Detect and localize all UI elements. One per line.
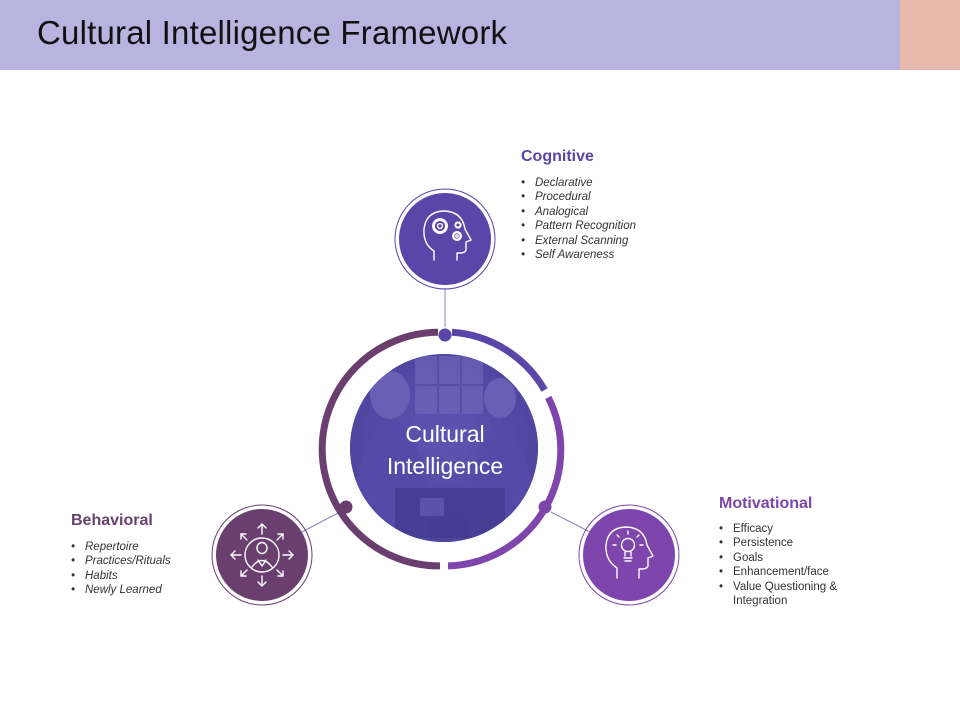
list-item: Declarative <box>521 176 721 191</box>
list-item: Self Awareness <box>521 248 721 263</box>
center-label-line1: Cultural <box>405 421 484 447</box>
center-photo <box>350 354 538 542</box>
list-item: Efficacy <box>719 522 859 537</box>
list-item: Persistence <box>719 536 859 551</box>
behavioral-title: Behavioral <box>71 512 153 529</box>
cognitive-node <box>399 193 491 285</box>
cognitive-dot <box>438 328 452 342</box>
motivational-dot <box>538 500 552 514</box>
list-item: Goals <box>719 551 859 566</box>
cognitive-title: Cognitive <box>521 148 594 165</box>
list-item: Value Questioning & Integration <box>719 580 859 609</box>
list-item: Enhancement/face <box>719 565 859 580</box>
behavioral-list: Repertoire Practices/Rituals Habits Newl… <box>71 540 221 598</box>
behavioral-arc <box>318 328 441 570</box>
head-lightbulb-icon <box>605 526 654 579</box>
list-item: Pattern Recognition <box>521 219 721 234</box>
cognitive-node-ring <box>394 188 496 290</box>
title-bar-accent <box>900 0 960 70</box>
cognitive-list: Declarative Procedural Analogical Patter… <box>521 176 721 263</box>
person-arrows-icon <box>230 523 294 587</box>
cognitive-arc <box>451 328 548 392</box>
center-overlay <box>350 354 538 542</box>
behavioral-connector <box>299 511 341 534</box>
motivational-title: Motivational <box>719 495 813 512</box>
title-bar <box>0 0 900 70</box>
motivational-node-ring <box>578 504 680 606</box>
behavioral-node <box>216 509 308 601</box>
page-title: Cultural Intelligence Framework <box>37 14 508 51</box>
motivational-list: Efficacy Persistence Goals Enhancement/f… <box>719 522 859 608</box>
motivational-node <box>583 509 675 601</box>
list-item: Analogical <box>521 205 721 220</box>
list-item: External Scanning <box>521 234 721 249</box>
behavioral-dot <box>339 500 353 514</box>
list-item: Repertoire <box>71 540 221 555</box>
list-item: Practices/Rituals <box>71 554 221 569</box>
center-label-line2: Intelligence <box>387 453 503 479</box>
list-item: Procedural <box>521 190 721 205</box>
motivational-connector <box>550 511 591 533</box>
list-item: Newly Learned <box>71 583 221 598</box>
head-gears-icon <box>423 210 472 261</box>
list-item: Habits <box>71 569 221 584</box>
